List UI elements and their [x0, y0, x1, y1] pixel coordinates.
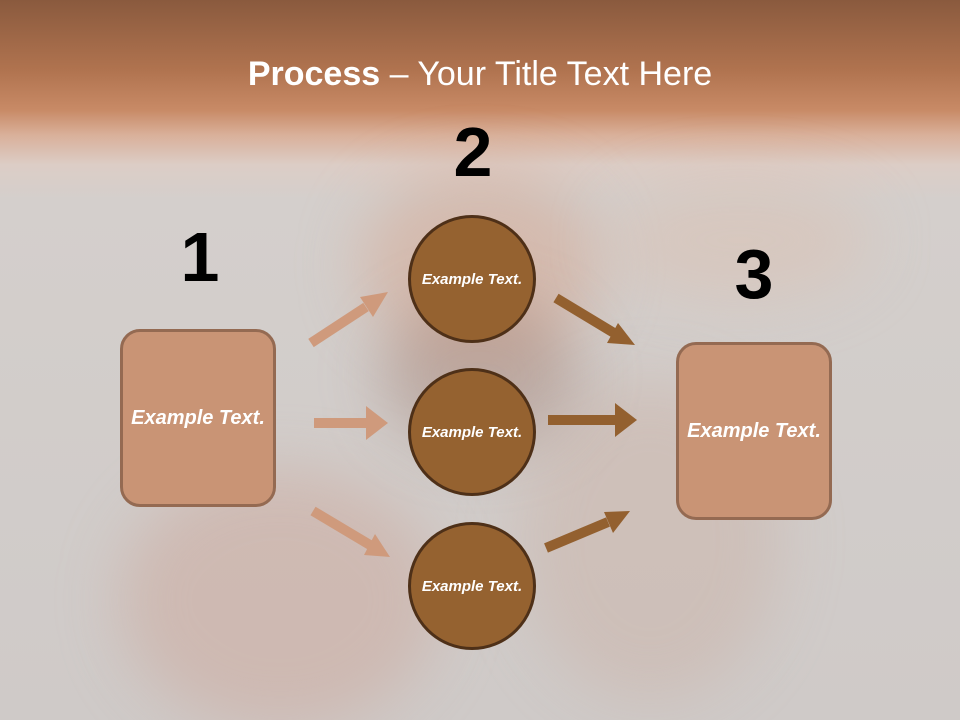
circle-top: Example Text. — [408, 215, 536, 343]
right-box-text: Example Text. — [687, 419, 821, 442]
arrow-left-to-middle — [314, 406, 388, 440]
step-number-2: 2 — [453, 113, 493, 191]
step-number-1: 1 — [180, 218, 220, 296]
arrow-bottom-to-right — [544, 511, 630, 553]
background-photo-blur — [120, 470, 440, 720]
title-rest: – Your Title Text Here — [380, 55, 713, 93]
title-bold: Process — [247, 55, 381, 93]
right-box: Example Text. — [676, 342, 832, 520]
left-box-text: Example Text. — [131, 406, 265, 429]
left-box: Example Text. — [120, 329, 276, 507]
arrow-left-to-top — [308, 292, 388, 348]
circle-middle-text: Example Text. — [421, 423, 523, 441]
arrow-left-to-bottom — [310, 506, 390, 557]
circle-bottom-text: Example Text. — [421, 577, 523, 595]
arrow-top-to-right — [553, 293, 635, 345]
arrow-middle-to-right — [548, 403, 637, 437]
circle-middle: Example Text. — [408, 368, 536, 496]
step-number-3: 3 — [734, 235, 774, 313]
slide-title: Process – Your Title Text Here — [0, 52, 960, 96]
circle-bottom: Example Text. — [408, 522, 536, 650]
background-photo-blur — [610, 180, 870, 300]
circle-top-text: Example Text. — [421, 270, 523, 288]
